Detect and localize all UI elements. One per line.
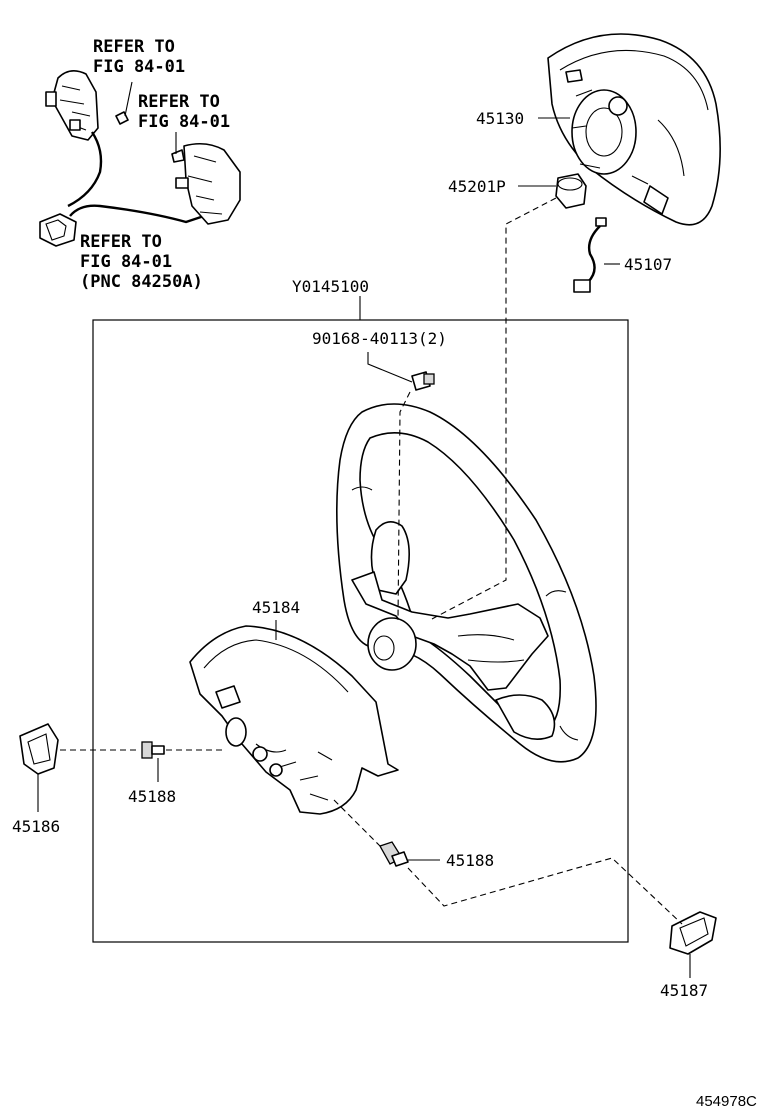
lower-cover-illustration	[189, 625, 399, 815]
install-line-airbag	[429, 197, 557, 621]
steering-switch-illustration	[39, 70, 241, 247]
side-cover-45186-illustration	[19, 723, 59, 775]
part-number-45184: 45184	[252, 598, 300, 617]
refer-callout-3-line1: REFER TO	[80, 232, 162, 252]
refer-callout-1-line2: FIG 84-01	[93, 57, 185, 77]
install-line-bolt	[397, 391, 411, 621]
bolt-illustration	[411, 371, 435, 391]
part-45201p-illustration	[555, 173, 587, 209]
part-number-45188-left: 45188	[128, 787, 176, 806]
part-number-45201p: 45201P	[448, 177, 506, 196]
part-45107-illustration	[573, 217, 607, 293]
screw-45188-left-illustration	[141, 741, 165, 759]
part-number-45186: 45186	[12, 817, 60, 836]
part-number-45130: 45130	[476, 109, 524, 128]
refer-callout-1-line1: REFER TO	[93, 37, 175, 57]
refer-callout-2-line2: FIG 84-01	[138, 112, 230, 132]
part-number-45188-right: 45188	[446, 851, 494, 870]
install-line-45188-right	[333, 799, 381, 847]
refer-callout-3-line3: (PNC 84250A)	[80, 272, 203, 292]
refer-callout-2-line1: REFER TO	[138, 92, 220, 112]
bolt-part-number: 90168-40113(2)	[312, 329, 447, 348]
install-line-45187	[407, 857, 683, 925]
leader-bolt	[367, 352, 413, 383]
airbag-module-illustration	[547, 33, 721, 226]
refer-callout-3-line2: FIG 84-01	[80, 252, 172, 272]
diagram-id: 454978C	[696, 1093, 757, 1110]
part-number-45187: 45187	[660, 981, 708, 1000]
screw-45188-right-illustration	[379, 841, 409, 867]
side-cover-45187-illustration	[669, 911, 717, 955]
steering-wheel-illustration	[336, 403, 597, 763]
part-number-45107: 45107	[624, 255, 672, 274]
assembly-number: Y0145100	[292, 277, 369, 296]
